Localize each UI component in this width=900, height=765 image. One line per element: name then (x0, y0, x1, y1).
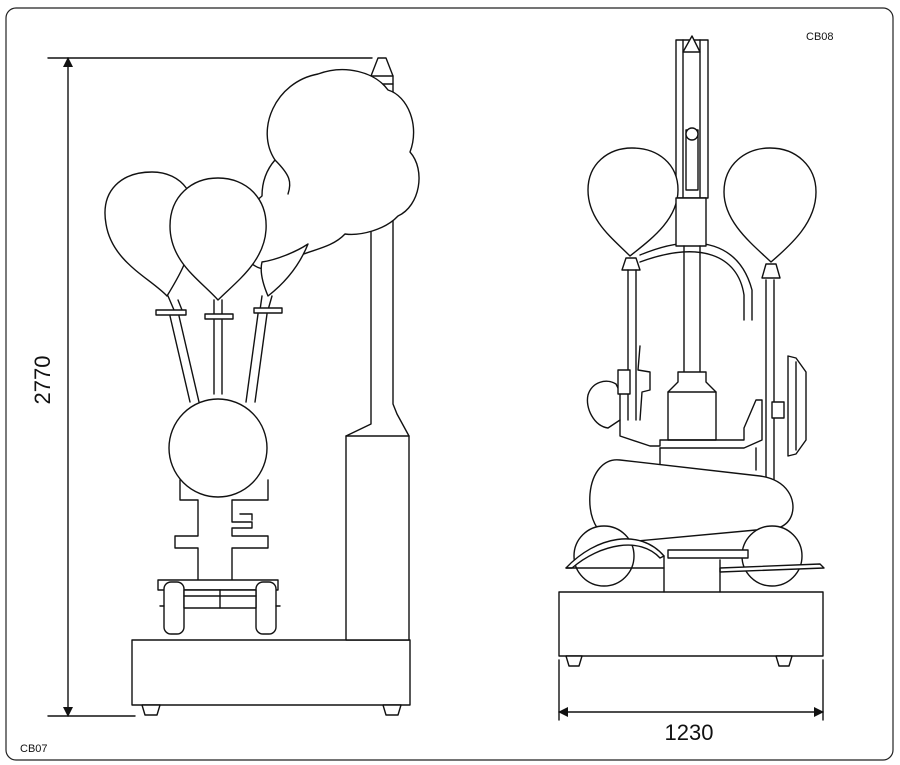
front-foot-right (775, 655, 793, 667)
front-arch (639, 242, 753, 321)
front-balloon-left (587, 147, 679, 257)
front-base (558, 591, 824, 657)
drawing-code-right: CB08 (806, 31, 834, 43)
side-balloon-right (260, 243, 309, 297)
front-balloon-right (723, 147, 817, 263)
dimension-width: 1230 (665, 720, 714, 745)
side-view (47, 57, 420, 717)
front-foot-left (565, 655, 583, 667)
side-tower (345, 57, 410, 641)
side-balloon-middle (169, 177, 267, 301)
side-base (131, 639, 411, 706)
front-wing-left (565, 538, 665, 569)
front-wheel-right (741, 525, 803, 587)
drawing-frame (5, 7, 894, 761)
side-foot-right (382, 704, 402, 716)
dimension-height: 2770 (30, 356, 55, 405)
side-foot-left (141, 704, 161, 716)
front-view (558, 35, 825, 721)
side-big-ball (168, 398, 268, 498)
side-lower-body (174, 479, 269, 581)
drawing-code-left: CB07 (20, 743, 48, 755)
front-side-pad (787, 355, 807, 457)
